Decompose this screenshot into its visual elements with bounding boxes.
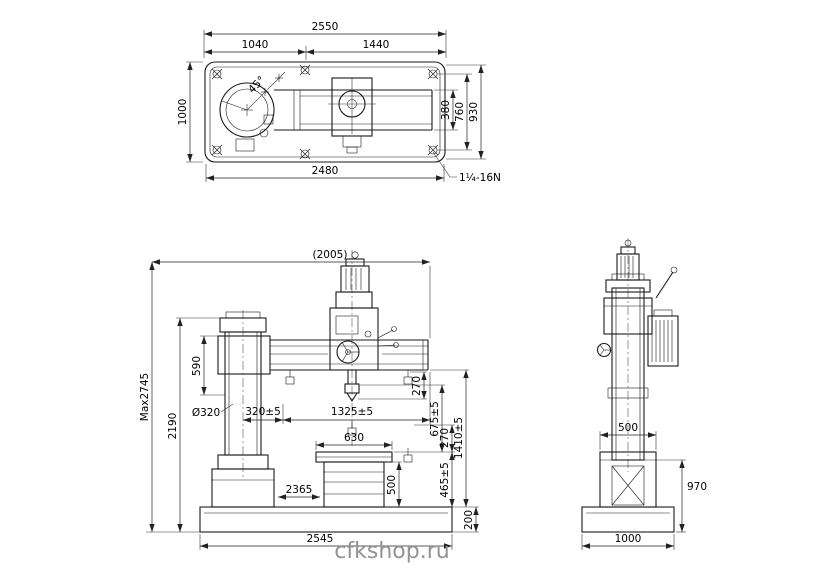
dim-pedestal-width: 500 <box>618 422 638 434</box>
dim-body-depth: 930 <box>468 102 480 122</box>
dim-overall-width: 2550 <box>312 21 339 33</box>
dim-arm-travel: 590 <box>191 356 203 376</box>
dim-slot-width: 380 <box>440 100 452 120</box>
screw-icon <box>211 64 439 160</box>
machine-base <box>199 506 453 533</box>
dim-overall-depth: 1000 <box>177 99 189 126</box>
dim-spindle-to-table: 675±5 <box>429 401 441 437</box>
dim-base-height: 200 <box>463 510 475 530</box>
dim-column-height: 2190 <box>167 413 179 440</box>
dim-quill-travel: 270 <box>411 376 423 396</box>
dim-arm-span: (2005) <box>313 249 348 261</box>
spindle-head-plan <box>328 77 376 154</box>
base-side <box>581 506 675 533</box>
top-view-dimensions: 2550 1040 1440 45° 1000 380 760 930 <box>177 21 501 184</box>
arm-plan <box>274 89 433 131</box>
radial-arm <box>270 339 429 371</box>
dim-table-length: 630 <box>344 432 364 444</box>
head-side <box>647 309 679 367</box>
dim-table-height: 500 <box>386 475 398 495</box>
front-view: (2005) Max2745 2190 590 Ø320 320±5 1325±… <box>139 249 479 550</box>
base-fittings-plan <box>235 114 274 152</box>
lever-handle <box>655 271 674 299</box>
dim-column-diameter: Ø320 <box>192 407 220 419</box>
column-plan <box>219 71 286 138</box>
dim-table-top-height: 465±5 <box>439 462 451 498</box>
front-view-dimensions: (2005) Max2745 2190 590 Ø320 320±5 1325±… <box>139 249 479 550</box>
side-view-machine <box>581 238 679 533</box>
motor-side <box>616 239 640 281</box>
top-view: 2550 1040 1440 45° 1000 380 760 930 <box>177 21 501 184</box>
pedestal-side <box>599 451 657 508</box>
dim-table-note: 2365 <box>286 484 313 496</box>
dim-table-travel: 270 <box>439 428 451 448</box>
handwheel-icon <box>596 342 612 358</box>
watermark: cfkshop.ru <box>334 539 449 564</box>
side-view: 500 970 1000 <box>581 238 707 550</box>
eyebolt-icon <box>624 239 632 247</box>
dim-anchor-thread: 1¼-16N <box>459 172 501 184</box>
handwheel-icon <box>336 340 360 364</box>
drill-head <box>329 251 399 403</box>
dim-hole-span: 2480 <box>312 165 339 177</box>
dim-base-depth: 1000 <box>615 533 642 545</box>
dim-left-span: 1040 <box>242 39 269 51</box>
front-view-machine <box>199 250 453 533</box>
eyebolt-icon <box>351 251 359 259</box>
top-view-outline <box>204 61 446 163</box>
motor <box>340 265 370 293</box>
dim-max-height: Max2745 <box>139 373 151 421</box>
side-view-dimensions: 500 970 1000 <box>581 422 707 550</box>
dim-inner-depth: 760 <box>454 102 466 122</box>
dim-base-length: 2545 <box>307 533 334 545</box>
work-table <box>315 451 393 508</box>
dim-max-radius: 1325±5 <box>331 406 373 418</box>
dim-side-height: 970 <box>687 481 707 493</box>
dim-min-radius: 320±5 <box>245 406 281 418</box>
dim-spindle-to-base: 1410±5 <box>453 417 465 459</box>
dim-right-span: 1440 <box>363 39 390 51</box>
